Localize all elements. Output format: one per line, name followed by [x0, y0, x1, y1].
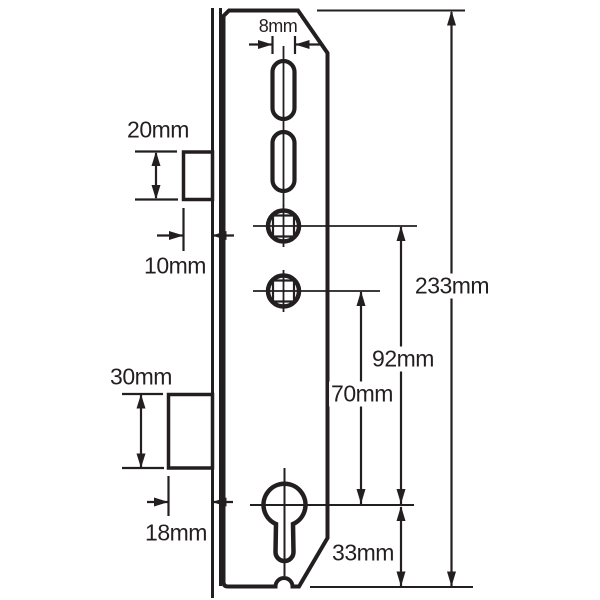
dim-slot-width [249, 36, 320, 54]
dim-cylinder-to-bottom [396, 506, 406, 587]
dim-deadbolt-height [122, 392, 164, 470]
spindle-square-upper [271, 214, 296, 238]
dim-label-latch-projection: 10mm [142, 252, 208, 279]
dim-label-deadbolt-projection: 18mm [143, 519, 209, 546]
dim-label-overall-height: 233mm [412, 272, 492, 299]
dead-bolt [166, 392, 215, 470]
spindle-square-lower [271, 279, 296, 303]
latch-bolt [181, 150, 215, 202]
dim-label-lower-spindle-to-cylinder: 70mm [329, 380, 395, 407]
dim-label-deadbolt-height: 30mm [108, 363, 174, 390]
dim-latch-height [135, 150, 178, 201]
dim-label-slot-width: 8mm [256, 16, 300, 36]
dim-deadbolt-projection [147, 476, 233, 516]
dim-overall-height [310, 9, 473, 588]
dim-label-cylinder-to-bottom: 33mm [330, 539, 396, 566]
dim-label-upper-spindle-to-cylinder: 92mm [370, 345, 436, 372]
dim-label-latch-height: 20mm [125, 116, 191, 143]
dim-latch-projection [157, 208, 234, 251]
